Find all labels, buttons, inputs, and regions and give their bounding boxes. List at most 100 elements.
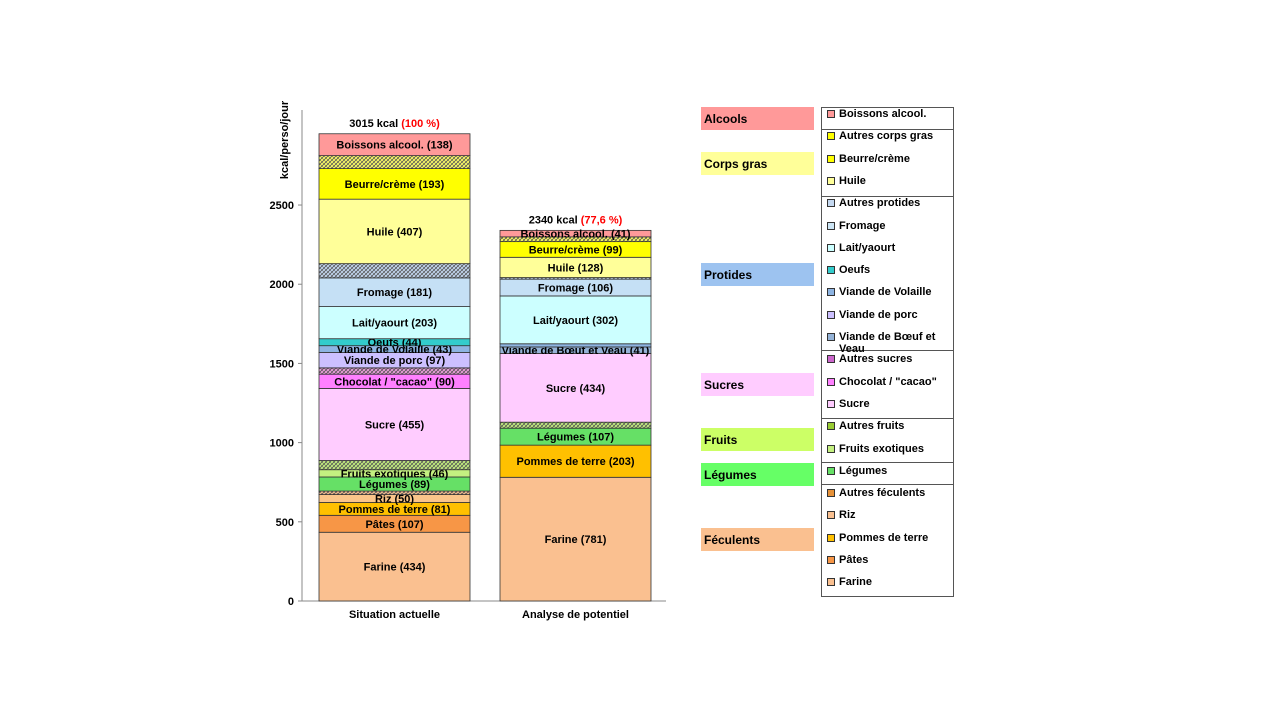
legend-separator [822,418,953,419]
legend-separator [822,484,953,485]
bar-segment-label: Lait/yaourt (203) [352,318,437,330]
y-tick-label: 2000 [270,279,294,291]
legend-swatch [827,422,835,431]
legend-item: Beurre/crème [827,153,949,165]
bar-segment-label: Pommes de terre (203) [517,456,635,468]
bar-total-label: 3015 kcal (100 %) [349,118,440,130]
group-label: Fruits [701,428,814,451]
legend-swatch [827,399,835,408]
legend-label: Viande de Volaille [839,286,932,299]
legend-item: Fruits exotiques [827,443,949,455]
legend-item: Autres fruits [827,420,949,432]
y-tick-label: 1000 [270,438,294,450]
legend-label: Huile [839,174,866,187]
legend-item: Autres protides [827,197,949,209]
bar-segment-label: Fromage (106) [538,283,614,295]
bar-total-label: 2340 kcal (77,6 %) [529,214,623,226]
legend-swatch [827,533,835,542]
bar-segment [318,198,471,265]
legend-swatch [827,266,835,275]
legend-item: Riz [827,509,949,521]
legend-label: Légumes [839,464,888,477]
bar-segment-label: Oeufs (44) [368,337,422,349]
bar-segment-label: Sucre (455) [365,419,425,431]
legend-item: Autres sucres [827,353,949,365]
legend-item: Huile [827,175,949,187]
legend-label: Autres corps gras [839,130,934,143]
bar-segment-label: Lait/yaourt (302) [533,315,618,327]
legend-label: Autres féculents [839,487,926,500]
legend-label: Viande de porc [839,308,918,321]
bar-segment [318,460,471,471]
bar-segment [318,531,471,602]
legend-label: Farine [839,576,873,589]
legend-label: Fruits exotiques [839,442,924,455]
bar-segment [499,343,652,348]
group-label: Corps gras [701,152,814,175]
legend-swatch [827,333,835,341]
legend-item: Pommes de terre [827,532,949,544]
legend-label: Lait/yaourt [839,241,896,254]
legend-swatch [827,132,835,141]
group-label: Féculents [701,528,814,551]
legend-item: Farine [827,576,949,588]
legend-label: Viande de Bœuf et Veau [839,331,936,355]
legend-label: Oeufs [839,264,871,277]
bar-segment-label: Farine (434) [364,562,426,574]
bar-segment [499,229,652,238]
bar-segment [318,388,471,461]
bar-segment-label: Beurre/crème (99) [529,244,623,256]
y-tick-label: 2500 [270,200,294,212]
bar-segment [318,277,471,307]
legend-swatch [827,110,835,118]
legend-swatch [827,489,835,498]
bar-segment-label: Viande de porc (97) [344,355,446,367]
bar-segment [318,168,471,200]
legend-swatch [827,176,835,185]
legend-label: Chocolat / "cacao" [839,375,937,388]
bar-segment [318,155,471,170]
bar-segment-label: Viande de Bœuf et Veau (41) [502,345,650,357]
legend-item: Viande de Volaille [827,286,949,298]
bar-segment-label: Pâtes (107) [365,519,423,531]
legend-label: Autres fruits [839,420,905,433]
group-label: Sucres [701,373,814,396]
bar-segment-label: Huile (407) [367,226,423,238]
legend-label: Autres protides [839,197,921,210]
bar-segment-label: Fromage (181) [357,287,433,299]
legend-label: Pommes de terre [839,531,929,544]
bar-segment-label: Fruits exotiques (46) [341,468,449,480]
legend-separator [822,129,953,130]
bar-segment-label: Riz (50) [375,494,414,506]
y-axis-label: kcal/perso/jour [279,100,291,179]
legend-label: Beurre/crème [839,152,910,165]
legend-label: Boissons alcool. [839,108,927,120]
bar-segment-label: Chocolat / "cacao" (90) [334,376,455,388]
bar-segment-label: Boissons alcool. (41) [520,229,630,241]
legend-swatch [827,511,835,520]
legend-swatch [827,310,835,319]
bar-segment-label: Boissons alcool. (138) [336,140,452,152]
legend-item: Viande de porc [827,309,949,321]
bar-segment [499,295,652,345]
legend-item: Oeufs [827,264,949,276]
bar-segment [318,490,471,495]
legend-label: Riz [839,509,856,522]
legend-label: Sucre [839,397,870,410]
legend-swatch [827,154,835,163]
y-tick-label: 0 [288,596,294,608]
group-label: Protides [701,263,814,286]
legend-item: Fromage [827,220,949,232]
legend-swatch [827,199,835,208]
bar-segment-label: Huile (128) [548,262,604,274]
legend-swatch [827,243,835,252]
group-label: Alcools [701,107,814,130]
legend-swatch [827,556,835,564]
legend-swatch [827,444,835,453]
legend-item: Légumes [827,465,949,477]
bar-segment [318,133,471,157]
legend-separator [822,196,953,197]
legend-item: Pâtes [827,554,949,566]
